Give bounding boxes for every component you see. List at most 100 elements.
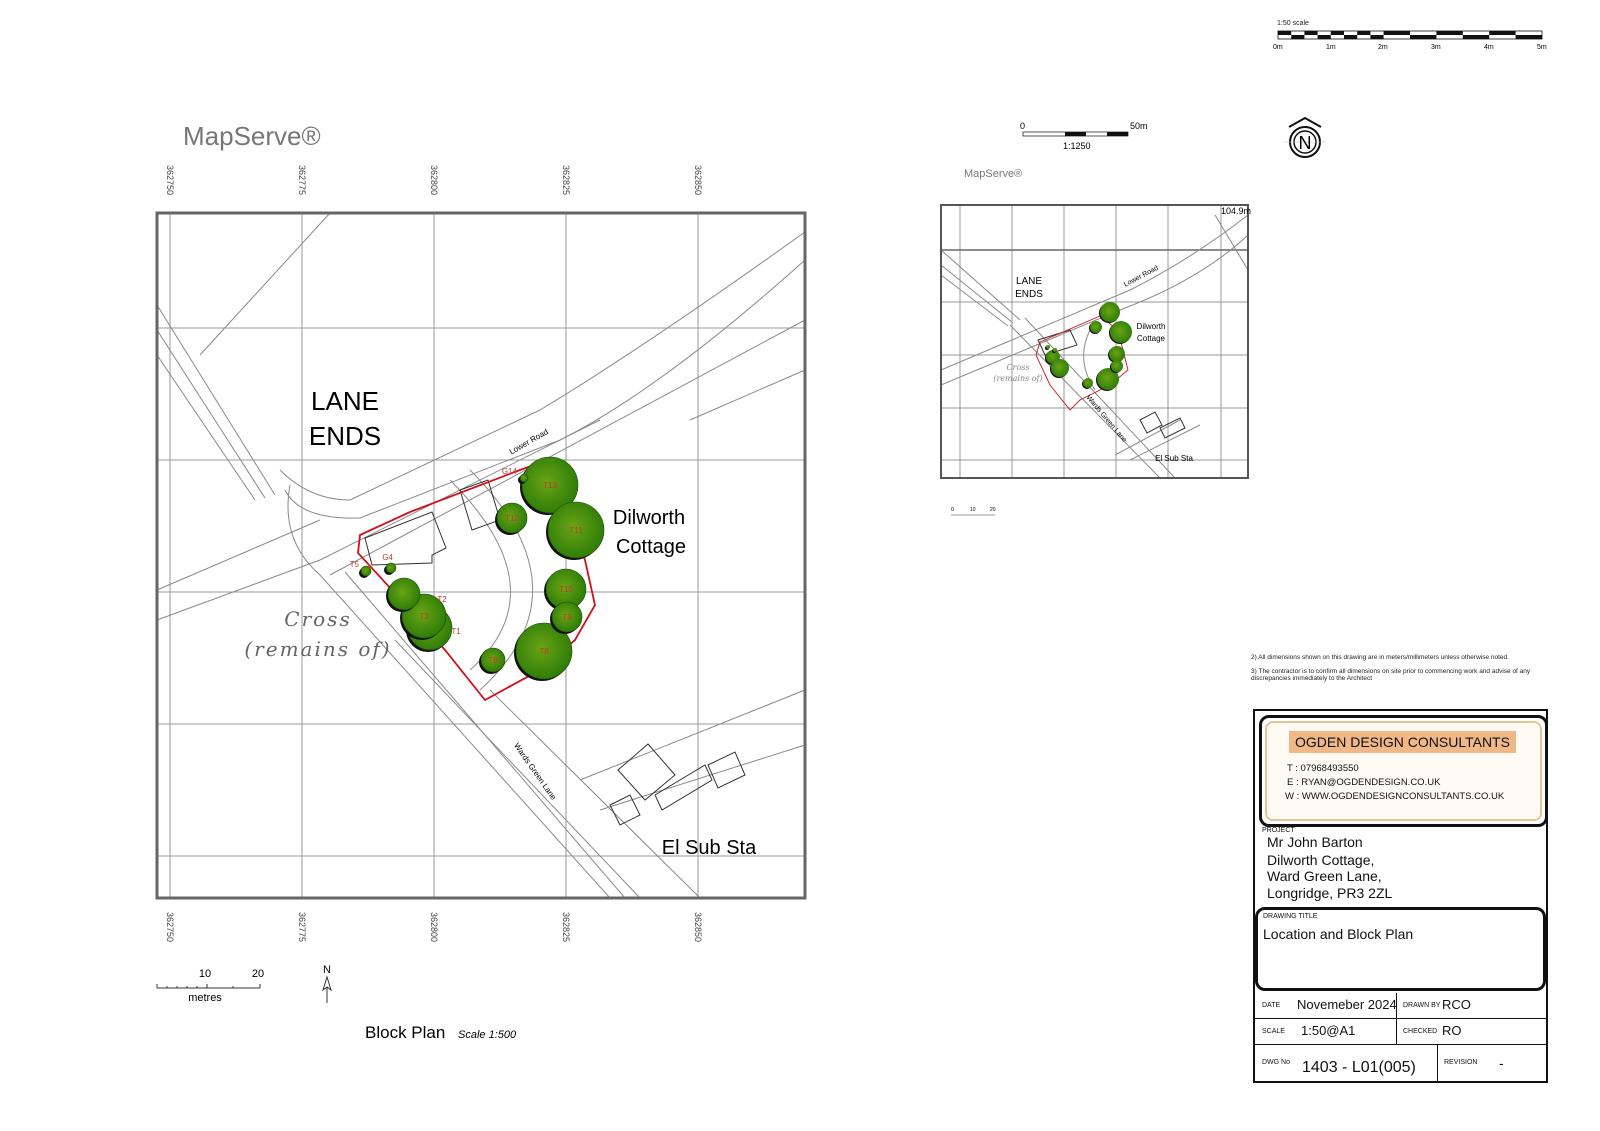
dwg-label: DWG No bbox=[1262, 1059, 1290, 1066]
tree-canopy-small bbox=[1053, 348, 1057, 352]
scale-unit: metres bbox=[188, 992, 222, 1004]
firm-phone: T : 07968493550 bbox=[1287, 763, 1359, 774]
tree-label: T11 bbox=[569, 526, 583, 535]
block-plan-title: Block Plan bbox=[365, 1023, 445, 1042]
small-label-lower-road: Lower Road bbox=[1123, 265, 1160, 289]
tree-canopy bbox=[387, 577, 421, 611]
tree-canopy bbox=[521, 456, 579, 514]
small-scale-bar: 0 10 20 bbox=[951, 507, 996, 516]
label-ends: ENDS bbox=[309, 421, 381, 451]
label-remains: (remains of) bbox=[244, 637, 391, 661]
tree-label: T2 bbox=[437, 595, 447, 604]
grid-coordinate-label: 362825 bbox=[561, 165, 571, 195]
small-scale-20: 20 bbox=[990, 507, 996, 513]
grid-coordinate-label: 362775 bbox=[297, 165, 307, 195]
tree-canopy bbox=[519, 473, 529, 483]
scale-end: 50m bbox=[1130, 121, 1148, 131]
project-line: Ward Green Lane, bbox=[1267, 868, 1382, 884]
label-sub-station: El Sub Sta bbox=[662, 837, 757, 859]
project-line: Longridge, PR3 2ZL bbox=[1267, 885, 1393, 901]
tree-label: T6 bbox=[488, 656, 498, 665]
tree-canopy-small bbox=[1110, 321, 1132, 343]
tree-canopy bbox=[480, 647, 506, 673]
spot-height: 104.9m bbox=[1221, 206, 1251, 216]
tree-canopy bbox=[385, 562, 397, 574]
north-label: N bbox=[323, 964, 331, 976]
drawing-title-label: DRAWING TITLE bbox=[1263, 913, 1318, 920]
title-block: OGDEN DESIGN CONSULTANTS T : 07968493550… bbox=[1253, 709, 1548, 1083]
scale-label: SCALE bbox=[1262, 1028, 1285, 1035]
revision-label: REVISION bbox=[1444, 1059, 1478, 1066]
grid-coordinate-label: 362825 bbox=[561, 912, 571, 942]
small-label-dilworth: Dilworth bbox=[1137, 322, 1166, 331]
tick-label: 4m bbox=[1484, 44, 1494, 51]
tree-canopy-small bbox=[1090, 321, 1102, 333]
tree-canopy-small bbox=[1109, 346, 1125, 362]
grid-coordinate-label: 362775 bbox=[297, 912, 307, 942]
block-scale-bar: 10 20 metres bbox=[156, 968, 264, 1004]
revision-value: - bbox=[1499, 1055, 1504, 1071]
scale-10: 10 bbox=[199, 968, 211, 980]
tree-label: T10 bbox=[559, 585, 573, 594]
drawn-by-label: DRAWN BY bbox=[1403, 1002, 1441, 1009]
tree-canopy bbox=[496, 502, 528, 534]
tick-label: 1m bbox=[1326, 44, 1336, 51]
firm-name: OGDEN DESIGN CONSULTANTS bbox=[1289, 731, 1516, 753]
project-label: PROJECT bbox=[1262, 827, 1295, 834]
drawing-title-panel: DRAWING TITLE Location and Block Plan bbox=[1255, 907, 1546, 991]
location-scale-bar: 0 50m 1:1250 bbox=[1020, 121, 1148, 151]
grid-coordinate-label: 362800 bbox=[429, 165, 439, 195]
map-frame bbox=[155, 211, 807, 900]
tree-canopy-small bbox=[1111, 360, 1123, 372]
tree-canopy-small bbox=[1051, 359, 1069, 377]
tree-label: T3 bbox=[419, 612, 429, 621]
label-cottage: Cottage bbox=[616, 536, 686, 558]
small-label-cottage: Cottage bbox=[1137, 334, 1166, 343]
road-outlines bbox=[156, 212, 806, 899]
firm-email: E : RYAN@OGDENDESIGN.CO.UK bbox=[1287, 777, 1441, 788]
project-line: Mr John Barton bbox=[1267, 834, 1363, 850]
small-label-ends: ENDS bbox=[1015, 289, 1043, 300]
north-letter: N bbox=[1299, 133, 1312, 153]
small-label-wards-green-lane: Wards Green Lane bbox=[1085, 394, 1128, 444]
tree-label: T8 bbox=[539, 647, 549, 656]
tick-label: 3m bbox=[1431, 44, 1441, 51]
tree-label: T5 bbox=[350, 560, 360, 569]
grid-coordinate-label: 362750 bbox=[165, 912, 175, 942]
tree-canopy bbox=[551, 601, 583, 633]
tree-label: T1 bbox=[451, 627, 461, 636]
label-cross: Cross bbox=[284, 607, 351, 631]
firm-web: W : WWW.OGDENDESIGNCONSULTANTS.CO.UK bbox=[1285, 791, 1505, 802]
tree-label: G4 bbox=[382, 553, 393, 562]
tree-canopy-small bbox=[1083, 378, 1093, 388]
scale-value: 1:50@A1 bbox=[1301, 1023, 1356, 1038]
location-plan: MapServe® 104.9m LANE ENDS Lower Road D bbox=[940, 168, 1251, 516]
grid-coordinate-label: 362850 bbox=[693, 165, 703, 195]
drawing-title: Location and Block Plan bbox=[1263, 926, 1414, 942]
tree-label: T13 bbox=[543, 481, 557, 490]
tree-label: T9 bbox=[562, 613, 572, 622]
drawn-by-value: RCO bbox=[1442, 997, 1471, 1012]
small-scale-10: 10 bbox=[970, 507, 976, 513]
north-arrow-icon: N bbox=[322, 964, 332, 1003]
tree-canopy bbox=[360, 565, 372, 577]
tree-canopy bbox=[515, 622, 573, 680]
dwg-value: 1403 - L01(005) bbox=[1302, 1059, 1416, 1076]
scale-start: 0 bbox=[1020, 121, 1025, 131]
buildings bbox=[364, 479, 746, 826]
small-label-lane: LANE bbox=[1016, 276, 1042, 287]
label-lane: LANE bbox=[311, 386, 379, 416]
project-line: Dilworth Cottage, bbox=[1267, 852, 1375, 868]
mapserve-logo-small: MapServe® bbox=[964, 168, 1022, 180]
small-label-remains: (remains of) bbox=[993, 374, 1042, 383]
tree-label: G14 bbox=[502, 467, 518, 476]
grid-lines bbox=[157, 213, 805, 898]
note-2: 2) All dimensions shown on this drawing … bbox=[1251, 654, 1509, 661]
label-dilworth: Dilworth bbox=[613, 507, 685, 529]
tree-canopy bbox=[547, 501, 605, 559]
north-compass-icon: N bbox=[1284, 116, 1326, 158]
grid-coordinate-label: 362800 bbox=[429, 912, 439, 942]
